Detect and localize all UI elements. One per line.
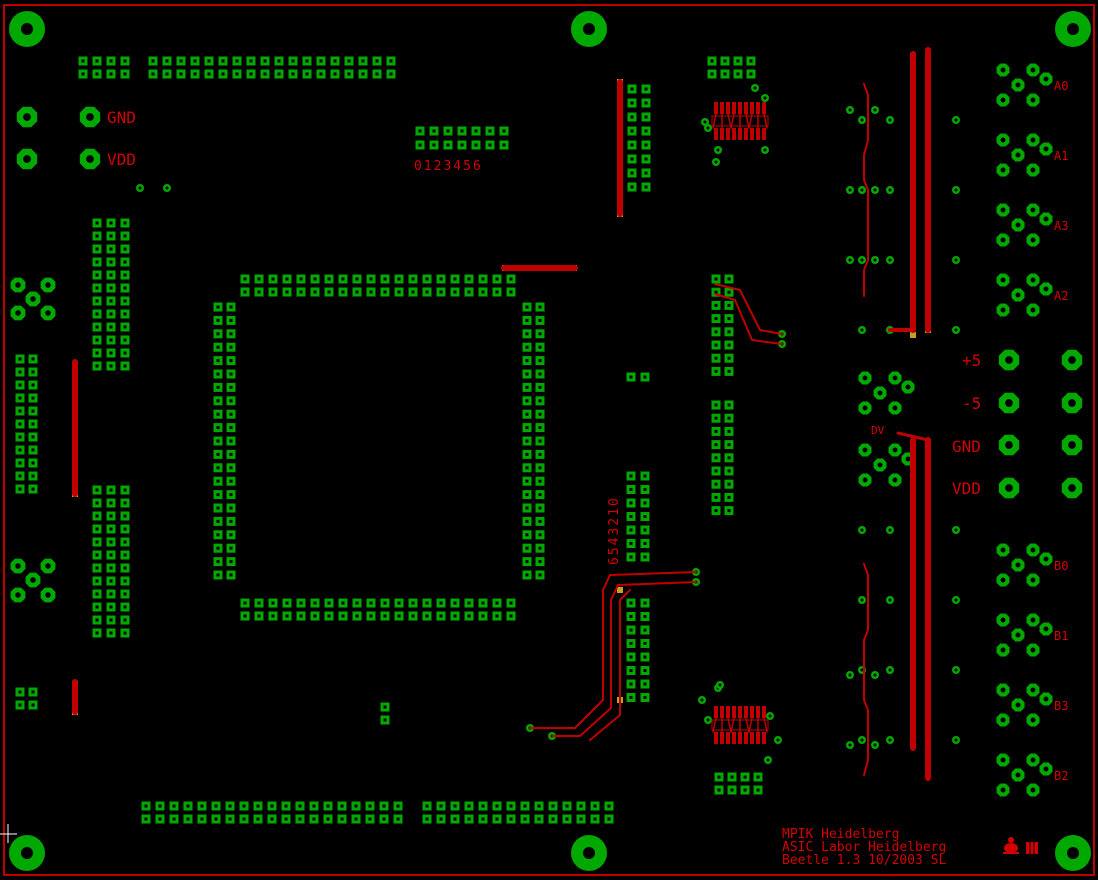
smd-pad — [720, 102, 724, 114]
ant-logo-icon — [1003, 837, 1038, 854]
smd-pad — [738, 128, 742, 140]
smd-pad — [720, 706, 724, 718]
smd-pad — [714, 128, 718, 140]
smd-pad — [762, 706, 766, 718]
mounting-holes — [9, 11, 1091, 871]
smd-pad — [756, 102, 760, 114]
pad-arrays — [10, 56, 1083, 824]
smd-pad — [726, 128, 730, 140]
smd-pad — [744, 128, 748, 140]
credit-line-1: MPIK Heidelberg — [782, 827, 899, 842]
channel-b1-label: B1 — [1054, 629, 1068, 643]
smd-pad — [714, 706, 718, 718]
smd-pad — [756, 128, 760, 140]
smd-pad — [732, 732, 736, 744]
smd-pad — [762, 102, 766, 114]
smd-pad — [750, 732, 754, 744]
smd-pad — [732, 102, 736, 114]
credit-line-3: Beetle 1.3 10/2003 SL — [782, 853, 947, 868]
traces — [72, 47, 931, 781]
smd-pad — [762, 732, 766, 744]
smd-pad — [714, 102, 718, 114]
smd-pad — [744, 706, 748, 718]
smd-pad — [714, 732, 718, 744]
left-vdd-label: VDD — [107, 150, 136, 169]
smd-pad — [720, 732, 724, 744]
smd-pad — [732, 128, 736, 140]
digits-top-label: 0123456 — [414, 159, 483, 174]
channel-a2-label: A2 — [1054, 289, 1068, 303]
channel-b0-label: B0 — [1054, 559, 1068, 573]
smd-pad — [726, 732, 730, 744]
board-outline — [3, 4, 1095, 876]
via — [910, 332, 916, 338]
smd-pad — [726, 706, 730, 718]
crosshair-cursor-icon — [0, 824, 17, 843]
chip-bottom — [711, 706, 769, 744]
channel-b2-label: B2 — [1054, 769, 1068, 783]
smd-pad — [726, 102, 730, 114]
digits-vertical-label: 6543210 — [607, 496, 622, 565]
minus5-label: -5 — [962, 394, 981, 413]
smd-pad — [738, 732, 742, 744]
channel-a3-label: A3 — [1054, 219, 1068, 233]
smd-pad — [756, 732, 760, 744]
smd-pad — [750, 102, 754, 114]
smd-pad — [750, 706, 754, 718]
channel-a1-label: A1 — [1054, 149, 1068, 163]
plus5-label: +5 — [962, 351, 981, 370]
smd-pad — [744, 102, 748, 114]
smd-pad — [738, 706, 742, 718]
right-vdd-label: VDD — [952, 479, 981, 498]
left-gnd-label: GND — [107, 108, 136, 127]
smd-pad — [738, 102, 742, 114]
channel-a0-label: A0 — [1054, 79, 1068, 93]
smd-pad — [750, 128, 754, 140]
smd-pad — [762, 128, 766, 140]
credit-line-2: ASIC Labor Heidelberg — [782, 840, 946, 855]
smd-pad — [732, 706, 736, 718]
smd-pad — [744, 732, 748, 744]
chip-top — [711, 102, 769, 140]
channel-b3-label: B3 — [1054, 699, 1068, 713]
smd-pad — [720, 128, 724, 140]
dv-label: DV — [871, 424, 885, 437]
right-gnd-label: GND — [952, 437, 981, 456]
smd-pad — [756, 706, 760, 718]
via — [617, 587, 623, 593]
